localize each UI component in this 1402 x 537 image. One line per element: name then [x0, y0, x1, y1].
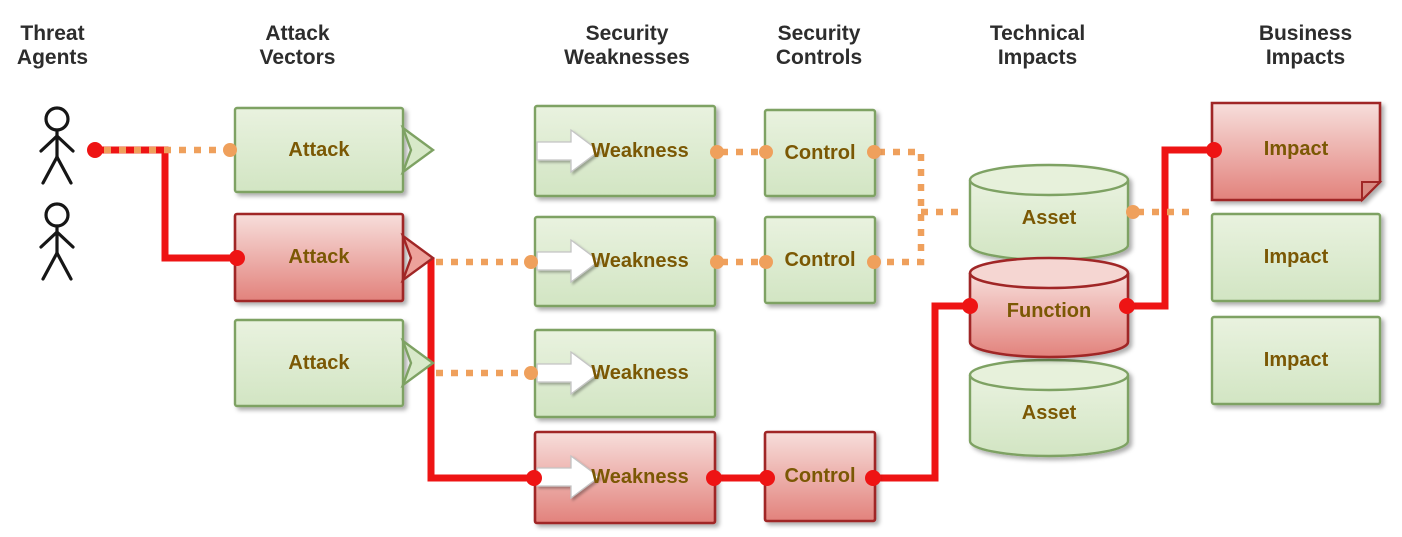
attack-arrow-icon-2 [400, 232, 436, 284]
weakness-entry-arrow-icons [536, 128, 601, 500]
white-arrow-icon-1 [536, 128, 601, 174]
asset-cylinder-1 [968, 163, 1130, 262]
control-box-1 [763, 108, 877, 198]
attack-box-1 [233, 106, 405, 194]
exploited-path-connector-dots [87, 142, 1222, 486]
potential-attack-paths [104, 146, 1192, 377]
white-arrow-icon-2 [536, 238, 601, 284]
threat-agent-actor-icon-1 [39, 106, 75, 185]
control-box-2 [763, 215, 877, 305]
impact-note-1 [1210, 101, 1383, 203]
exploited-attack-path [95, 146, 1213, 482]
white-arrow-icon-4 [536, 454, 601, 500]
attack-box-2 [233, 212, 405, 303]
white-arrow-icon-3 [536, 350, 601, 396]
potential-path-connector-dots [223, 143, 1140, 380]
impact-note-3 [1210, 315, 1382, 406]
control-box-3 [763, 430, 877, 523]
attack-box-3 [233, 318, 405, 408]
asset-cylinder-2 [968, 358, 1130, 458]
folded-corner-icon [1361, 181, 1383, 203]
threat-agent-actor-icon-2 [39, 202, 75, 281]
impact-note-2 [1210, 212, 1382, 303]
attack-arrow-icon-3 [400, 337, 436, 389]
function-cylinder [968, 256, 1130, 359]
attack-arrow-icon-1 [400, 124, 436, 176]
